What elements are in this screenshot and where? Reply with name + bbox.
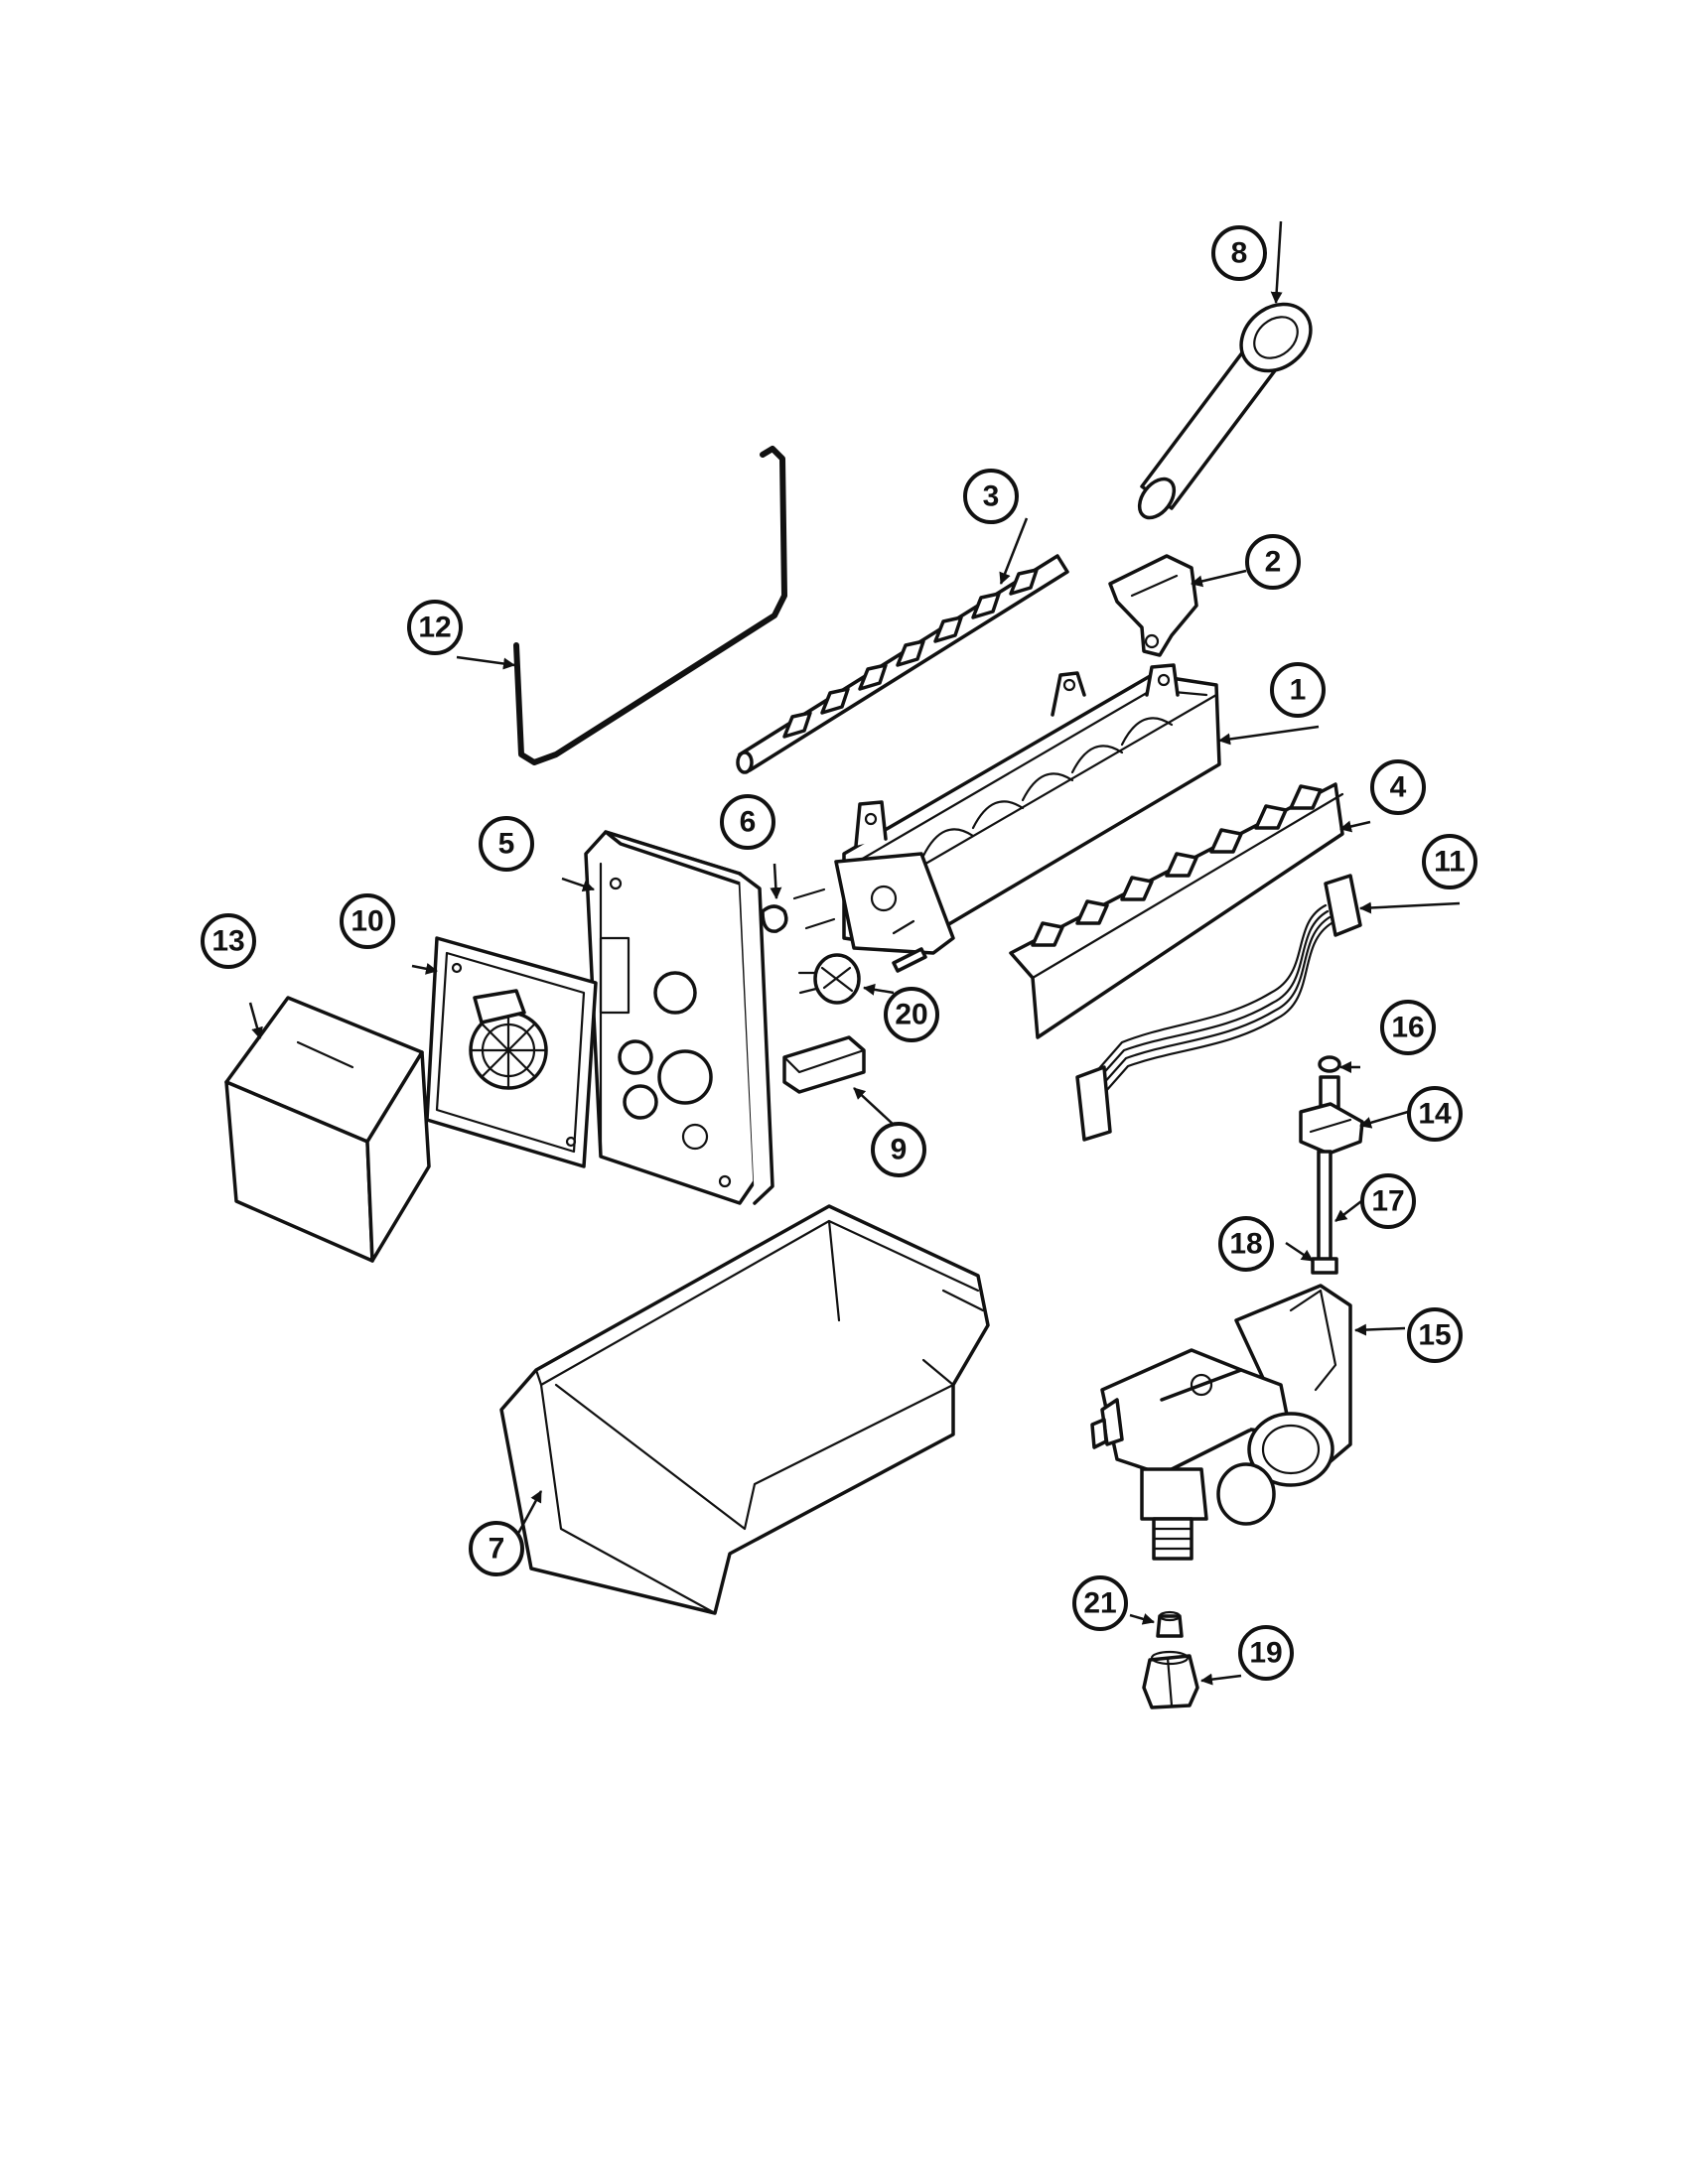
callout-6: 6 (720, 794, 775, 850)
callout-21: 21 (1072, 1575, 1128, 1631)
svg-text:1: 1 (1290, 674, 1307, 707)
callout-3: 3 (963, 469, 1019, 524)
callout-2: 2 (1245, 534, 1301, 590)
callout-14: 14 (1407, 1086, 1463, 1142)
svg-text:17: 17 (1371, 1185, 1404, 1218)
callout-12: 12 (407, 600, 463, 655)
shutoff-arm (513, 446, 787, 765)
ferrule (1156, 1610, 1184, 1638)
compression-nut (1142, 1650, 1199, 1709)
svg-text:21: 21 (1083, 1587, 1116, 1620)
stripper (1009, 782, 1344, 1039)
callout-20: 20 (884, 987, 939, 1042)
svg-text:8: 8 (1231, 237, 1248, 270)
cover (224, 996, 431, 1263)
svg-text:18: 18 (1229, 1228, 1262, 1261)
svg-text:15: 15 (1418, 1319, 1451, 1352)
fill-tube-lower (1311, 1150, 1338, 1275)
callout-5: 5 (479, 816, 534, 872)
svg-text:9: 9 (891, 1134, 908, 1166)
thermostat (797, 947, 927, 1005)
svg-text:20: 20 (895, 999, 927, 1031)
bracket (1108, 554, 1198, 657)
callout-16: 16 (1380, 1000, 1436, 1055)
callout-4: 4 (1370, 759, 1426, 815)
callout-19: 19 (1238, 1625, 1294, 1681)
callout-8: 8 (1211, 225, 1267, 281)
svg-text:16: 16 (1391, 1012, 1424, 1044)
svg-text:19: 19 (1249, 1637, 1282, 1670)
mounting-plate (425, 936, 598, 1168)
control-housing (584, 830, 774, 1205)
svg-text:7: 7 (489, 1533, 505, 1566)
callout-18: 18 (1218, 1216, 1274, 1272)
callout-7: 7 (469, 1521, 524, 1576)
callout-10: 10 (340, 893, 395, 949)
svg-text:3: 3 (983, 480, 1000, 513)
thermostat-clip (761, 887, 836, 933)
callout-17: 17 (1360, 1173, 1416, 1229)
wiring-harness (1075, 874, 1362, 1142)
shield-bracket (782, 1035, 866, 1094)
svg-text:14: 14 (1418, 1098, 1452, 1131)
svg-text:6: 6 (740, 806, 757, 839)
svg-text:10: 10 (351, 905, 383, 938)
callout-11: 11 (1422, 834, 1477, 889)
svg-text:12: 12 (418, 612, 451, 644)
svg-text:11: 11 (1434, 846, 1466, 879)
leader-lines (248, 220, 1461, 1686)
water-valve (1090, 1284, 1352, 1561)
mold (834, 663, 1221, 955)
tube-clamp (1299, 1102, 1364, 1156)
svg-text:4: 4 (1390, 771, 1407, 804)
ejector (736, 554, 1069, 774)
svg-text:5: 5 (498, 828, 515, 861)
callout-1: 1 (1270, 662, 1326, 718)
ice-bin (499, 1204, 990, 1615)
callout-13: 13 (201, 913, 256, 969)
svg-text:2: 2 (1265, 546, 1282, 579)
fill-tube (1137, 302, 1313, 520)
callout-15: 15 (1407, 1307, 1463, 1363)
svg-text:13: 13 (211, 925, 244, 958)
callout-9: 9 (871, 1122, 926, 1177)
